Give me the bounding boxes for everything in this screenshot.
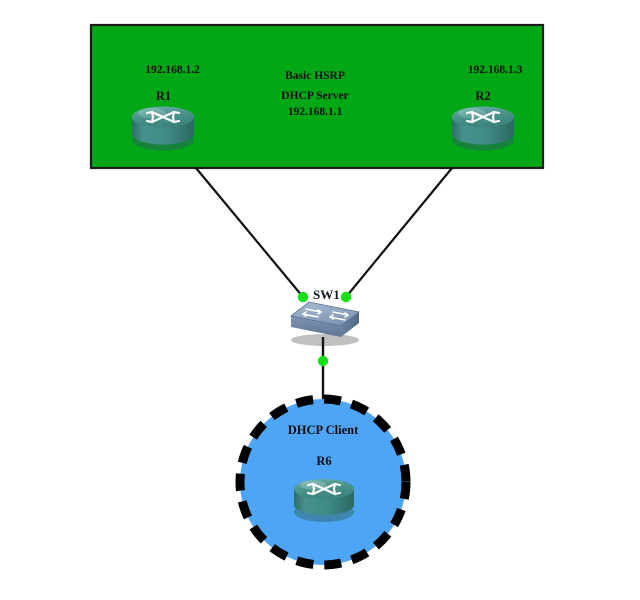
router-r2-name-label: R2 (475, 89, 491, 103)
switch-sw1-name-label: SW1 (313, 287, 340, 302)
hsrp-zone-title-label: Basic HSRP (285, 70, 345, 82)
connector-dot-layer (297, 291, 352, 367)
hsrp-zone-dhcp-server-label: DHCP Server (281, 90, 349, 102)
switch-sw1-side (341, 312, 359, 337)
link-r2-sw1 (345, 167, 453, 298)
router-r1-name-label: R1 (155, 89, 172, 103)
router-r1-ip-label: 192.168.1.2 (145, 64, 200, 76)
hsrp-zone-dhcp-server-ip-label: 192.168.1.1 (287, 106, 343, 118)
device-router-r1[interactable] (132, 106, 194, 151)
link-layer (195, 167, 453, 400)
router-r1-arrows-icon (145, 110, 181, 124)
link-r1-sw1 (195, 167, 304, 298)
connector-dot-sw1-right[interactable] (340, 291, 352, 303)
router-r2-ip-label: 192.168.1.3 (467, 64, 523, 76)
device-router-r2[interactable] (452, 106, 514, 151)
dhcp-client-zone-label: DHCP Client (287, 423, 359, 437)
switch-sw1-front (291, 316, 341, 337)
connector-dot-sw1-down[interactable] (317, 355, 329, 367)
dhcp-client-zone-dashed-border (235, 394, 411, 570)
connector-dot-sw1-left[interactable] (297, 291, 309, 303)
device-router-r6[interactable] (294, 479, 354, 522)
switch-sw1-arrows-icon (302, 308, 349, 321)
device-switch-sw1[interactable] (290, 301, 360, 346)
switch-sw1-shadow (291, 334, 359, 346)
router-r2-arrows-icon (465, 110, 501, 124)
router-r6-name-label: R6 (316, 454, 332, 468)
router-r6-arrows-icon (306, 482, 342, 496)
